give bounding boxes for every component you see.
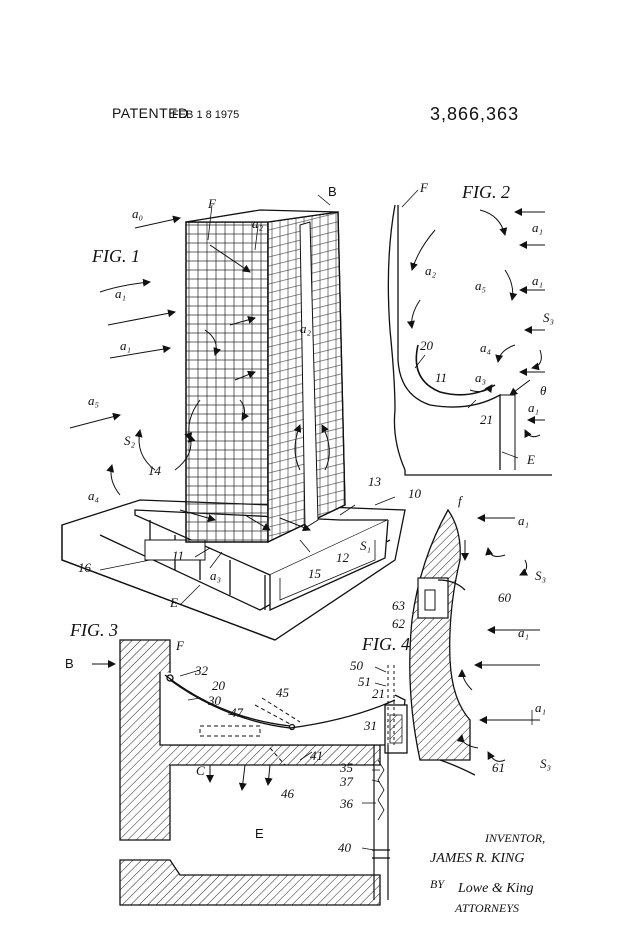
fig1-label: B <box>328 184 337 199</box>
fig1-label: 12 <box>336 550 350 565</box>
fig1-label: 14 <box>148 463 162 478</box>
fig4-label: 62 <box>392 616 406 631</box>
attorney-signature: Lowe & King <box>457 881 533 896</box>
fig1-label: a₄ <box>88 488 100 503</box>
fig3-label: 21 <box>372 686 385 701</box>
fig1-label: 15 <box>308 566 322 581</box>
fig2-label: a₅ <box>475 278 486 293</box>
fig1-title: FIG. 1 <box>91 246 140 266</box>
fig4-label: S₃ <box>540 756 551 771</box>
fig1-label: a₃ <box>210 568 221 583</box>
fig4-label: a₁ <box>518 513 529 528</box>
fig3-drawing <box>92 639 408 906</box>
fig1-label: a₀ <box>132 206 143 221</box>
fig4-label: 61 <box>492 760 505 775</box>
fig3-label: 45 <box>276 685 290 700</box>
fig2-drawing <box>387 189 552 476</box>
fig3-label: 40 <box>338 840 352 855</box>
fig1-label: a₅ <box>88 393 99 408</box>
fig2-label: S₃ <box>543 310 554 325</box>
fig1-label: 16 <box>78 560 92 575</box>
fig4-label: a₁ <box>535 700 546 715</box>
fig3-label: 51 <box>358 674 371 689</box>
fig2-label: a₄ <box>480 340 492 355</box>
fig2-label: θ <box>540 383 547 398</box>
fig3-label: 37 <box>339 774 354 789</box>
fig1-label: S₁ <box>360 538 371 553</box>
fig2-label: a₂ <box>425 263 437 278</box>
by-label: BY <box>430 877 445 891</box>
fig3-label: C <box>196 763 205 778</box>
fig1-label: a₁ <box>120 338 131 353</box>
fig4-label: 60 <box>498 590 512 605</box>
fig4-label: 63 <box>392 598 406 613</box>
fig1-label: F <box>207 196 217 211</box>
fig1-label: 13 <box>368 474 382 489</box>
fig4-drawing <box>409 508 540 776</box>
fig3-label: 31 <box>363 718 377 733</box>
fig1-drawing <box>61 194 406 641</box>
fig3-label: 46 <box>281 786 295 801</box>
fig3-label: 30 <box>207 693 222 708</box>
fig1-label: S₂ <box>124 433 136 448</box>
attorneys-label: ATTORNEYS <box>454 901 519 915</box>
fig1-label: E <box>169 595 178 610</box>
fig3-label: 47 <box>230 705 244 720</box>
fig2-label: F <box>419 180 429 195</box>
fig4-label: S₃ <box>535 568 546 583</box>
fig2-label: a₁ <box>528 400 539 415</box>
patented-label: PATENTED <box>112 105 189 121</box>
fig2-title: FIG. 2 <box>461 182 510 202</box>
fig3-label: 20 <box>212 678 226 693</box>
fig1-label: a₂ <box>252 216 264 231</box>
fig3-label: B <box>65 656 74 671</box>
fig3-label: 32 <box>194 663 209 678</box>
fig3-label: 36 <box>339 796 354 811</box>
fig3-label: E <box>255 826 264 841</box>
fig3-label: 41 <box>310 748 323 763</box>
fig1-label: 10 <box>408 486 422 501</box>
fig4-label: f <box>458 493 464 508</box>
fig2-label: E <box>526 452 535 467</box>
fig3-label: 50 <box>350 658 364 673</box>
fig4-label: a₁ <box>518 625 529 640</box>
patent-date: FEB 1 8 1975 <box>172 109 239 121</box>
fig1-label: 11 <box>172 548 184 563</box>
fig2-label: 20 <box>420 338 434 353</box>
fig1-label: a₂ <box>300 321 312 336</box>
fig3-title: FIG. 3 <box>69 620 118 640</box>
fig4-title: FIG. 4 <box>361 634 410 654</box>
fig2-label: a₁ <box>532 273 543 288</box>
inventor-label: INVENTOR, <box>484 831 545 845</box>
inventor-name: JAMES R. KING <box>430 851 524 866</box>
fig2-label: a₁ <box>532 220 543 235</box>
fig2-label: a₃ <box>475 370 486 385</box>
fig3-label: 35 <box>339 760 354 775</box>
patent-number: 3,866,363 <box>430 104 519 124</box>
fig3-label: F <box>175 638 185 653</box>
fig2-label: 11 <box>435 370 447 385</box>
fig1-label: a₁ <box>115 286 126 301</box>
fig2-label: 21 <box>480 412 493 427</box>
